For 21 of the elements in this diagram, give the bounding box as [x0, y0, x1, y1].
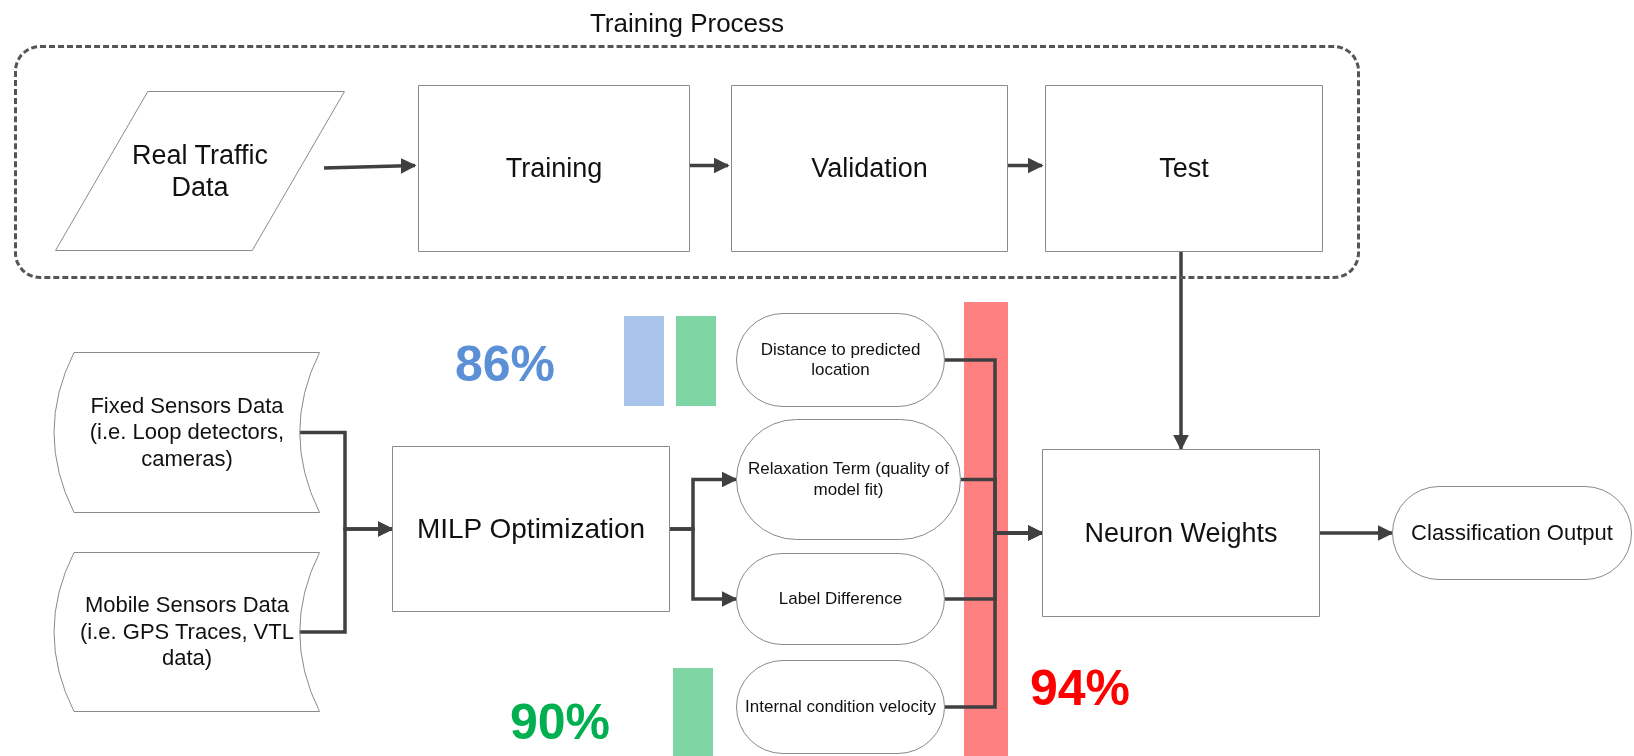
- node-label: Neuron Weights: [1084, 516, 1278, 550]
- arrow: [300, 521, 394, 634]
- arrow: [1320, 525, 1394, 541]
- node-label: Test: [1159, 152, 1209, 185]
- node-label: Internal condition velocity: [745, 696, 936, 718]
- percentage-label: 90%: [510, 697, 611, 747]
- node-label: Mobile Sensors Data (i.e. GPS Traces, VTL data): [80, 592, 294, 672]
- node-label: Relaxation Term (quality of model fit): [747, 459, 950, 500]
- node-label: Fixed Sensors Data (i.e. Loop detectors, cameras): [88, 392, 286, 473]
- percentage-label: 94%: [1030, 663, 1131, 713]
- node-label: Label Difference: [778, 588, 903, 610]
- arrow: [670, 527, 738, 607]
- node-label: Distance to predicted location: [759, 339, 922, 381]
- node-label: Classification Output: [1411, 519, 1613, 547]
- arrow: [323, 158, 417, 174]
- group-title: Training Process: [588, 8, 786, 40]
- node-label: Validation: [811, 152, 928, 185]
- node-label: MILP Optimization: [416, 512, 646, 546]
- node-label: Training: [505, 152, 603, 185]
- percentage-label: 86%: [455, 339, 556, 389]
- node-label: Real Traffic Data: [130, 138, 270, 204]
